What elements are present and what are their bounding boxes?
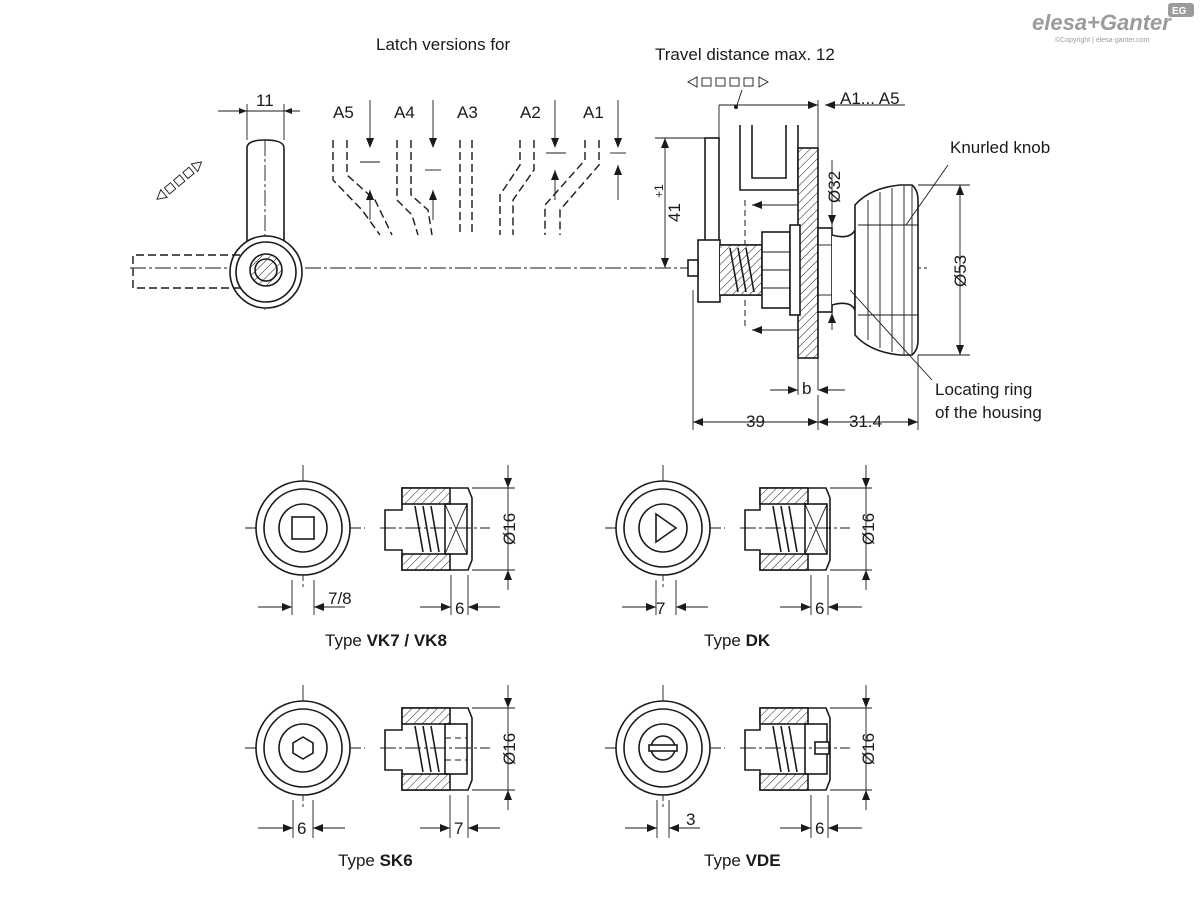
type-sk6-group: 6 Ø16 7 Type SK6 [245, 685, 519, 870]
type-sk6-name: SK6 [380, 851, 413, 870]
left-latch-view: 11 [132, 91, 303, 310]
travel-distance-label: Travel distance max. 12 [655, 45, 835, 64]
vde-side-dim: 6 [815, 819, 824, 838]
type-vde-group: 3 Ø16 6 Type VDE [605, 685, 878, 870]
type-dk-label: Type DK [704, 631, 771, 650]
dim-11: 11 [256, 91, 274, 110]
brand-copyright: ©Copyright | elesa-ganter.com [1055, 36, 1150, 44]
sk6-dia: Ø16 [500, 733, 519, 765]
type-vde-prefix: Type [704, 851, 746, 870]
vde-side-section [740, 707, 850, 791]
vde-dia: Ø16 [859, 733, 878, 765]
dk-front-dim: 7 [656, 599, 665, 618]
type-vk-name: VK7 / VK8 [367, 631, 447, 650]
type-vde-name: VDE [746, 851, 781, 870]
type-vde-label: Type VDE [704, 851, 781, 870]
main-assembly: 41 +1 A1... A5 [652, 89, 1050, 431]
dim-range-a1-a5: A1... A5 [840, 89, 900, 108]
locating-ring-label-1: Locating ring [935, 380, 1032, 399]
vk-side-section [380, 487, 490, 571]
dim-31-4: 31.4 [849, 412, 882, 431]
sk6-front-dim: 6 [297, 819, 306, 838]
hex-socket-icon [292, 736, 314, 760]
travel-arrow-icon [687, 76, 769, 109]
sk6-side-section [380, 707, 490, 791]
latch-label-a3: A3 [457, 103, 478, 122]
type-sk6-prefix: Type [338, 851, 380, 870]
latch-label-a2: A2 [520, 103, 541, 122]
sk6-side-dim: 7 [454, 819, 463, 838]
type-vk-prefix: Type [325, 631, 367, 650]
dim-d32: Ø32 [825, 171, 844, 203]
dk-dia: Ø16 [859, 513, 878, 545]
type-vk-label: Type VK7 / VK8 [325, 631, 447, 650]
dk-side-dim: 6 [815, 599, 824, 618]
latch-versions-title: Latch versions for [376, 35, 511, 54]
dk-side-section [740, 487, 850, 571]
locating-ring-label-2: of the housing [935, 403, 1042, 422]
triangle-socket-icon [655, 512, 678, 544]
latch-label-a4: A4 [394, 103, 415, 122]
brand-badge: EG [1172, 6, 1187, 17]
vk-side-dim: 6 [455, 599, 464, 618]
latch-label-a5: A5 [333, 103, 354, 122]
dim-39: 39 [746, 412, 765, 431]
vde-front-dim: 3 [686, 810, 695, 829]
dim-d53: Ø53 [951, 255, 970, 287]
main-view: Latch versions for Travel distance max. … [130, 35, 1050, 431]
type-dk-prefix: Type [704, 631, 746, 650]
double-bit-socket-icon [648, 735, 678, 761]
latch-profiles: A5 A4 A3 A2 A1 [332, 100, 626, 236]
brand-badge-box [1168, 3, 1194, 17]
latch-label-a1: A1 [583, 103, 604, 122]
brand-name: elesa+Ganter [1032, 10, 1172, 35]
vk-dia: Ø16 [500, 513, 519, 545]
dim-41-tolerance: +1 [652, 184, 666, 198]
knurled-knob-label: Knurled knob [950, 138, 1050, 157]
type-sk6-label: Type SK6 [338, 851, 413, 870]
square-socket-icon [291, 516, 315, 540]
dim-41: 41 [665, 203, 684, 222]
type-dk-group: 7 Ø16 6 Type DK [605, 465, 878, 650]
brand-logo: elesa+Ganter ©Copyright | elesa-ganter.c… [1032, 3, 1194, 44]
spring-icon [729, 247, 755, 293]
type-dk-name: DK [746, 631, 771, 650]
dim-b: b [802, 379, 811, 398]
type-vk7-vk8-group: 7/8 Ø16 6 Type VK7 / VK8 [245, 465, 519, 650]
vk-front-dim: 7/8 [328, 589, 352, 608]
rotation-arrow-icon [156, 161, 203, 200]
